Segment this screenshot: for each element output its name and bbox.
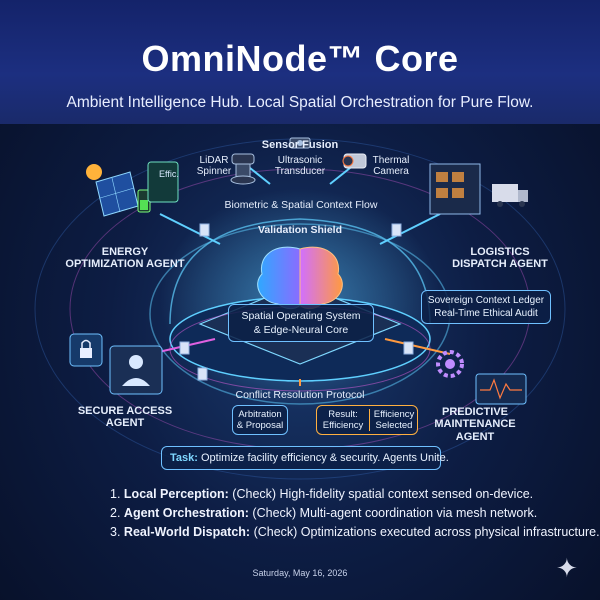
list-item: 1. Local Perception: (Check) High-fideli… — [110, 487, 534, 501]
lock-icon — [69, 333, 103, 367]
efficiency-tile — [147, 161, 179, 203]
efficiency-tile-label: Effic. — [159, 169, 179, 179]
validation-shield-label: Validation Shield — [257, 224, 342, 236]
header-banner: OmniNode™ Core Ambient Intelligence Hub.… — [0, 0, 600, 124]
task-box: Task: Optimize facility efficiency & sec… — [161, 446, 449, 470]
sparkle-icon: ✦ — [556, 553, 578, 583]
brain-icon — [257, 246, 343, 310]
page-subtitle: Ambient Intelligence Hub. Local Spatial … — [66, 94, 534, 111]
steps-list: 1. Local Perception: (Check) High-fideli… — [110, 487, 600, 544]
truck-icon — [492, 184, 528, 207]
core-box: Spatial Operating System& Edge-Neural Co… — [228, 304, 374, 342]
list-item: 3. Real-World Dispatch: (Check) Optimiza… — [110, 525, 600, 539]
task-text: Optimize facility efficiency & security.… — [200, 452, 449, 464]
waveform-monitor — [475, 373, 527, 405]
user-icon — [109, 345, 163, 395]
context-flow-label: Biometric & Spatial Context Flow — [224, 199, 378, 211]
date-label: Saturday, May 16, 2026 — [252, 568, 348, 578]
list-item: 2. Agent Orchestration: (Check) Multi-ag… — [110, 506, 538, 520]
solar-panel-icon — [86, 164, 139, 217]
validation-dome — [169, 218, 431, 325]
gear-icon — [436, 350, 464, 378]
page-title: OmniNode™ Core — [141, 38, 459, 79]
sensor-fusion-label: Sensor Fusion — [261, 139, 339, 151]
arbitration-box: Arbitration& Proposal — [232, 405, 288, 435]
lidar-icon — [230, 153, 256, 185]
warehouse-icon — [429, 163, 481, 215]
thermal-camera-icon — [342, 153, 367, 169]
conflict-protocol-label: Conflict Resolution Protocol — [235, 389, 365, 401]
document-icon — [179, 223, 414, 381]
task-label: Task: — [170, 452, 198, 464]
ultrasonic-icon — [289, 137, 311, 149]
